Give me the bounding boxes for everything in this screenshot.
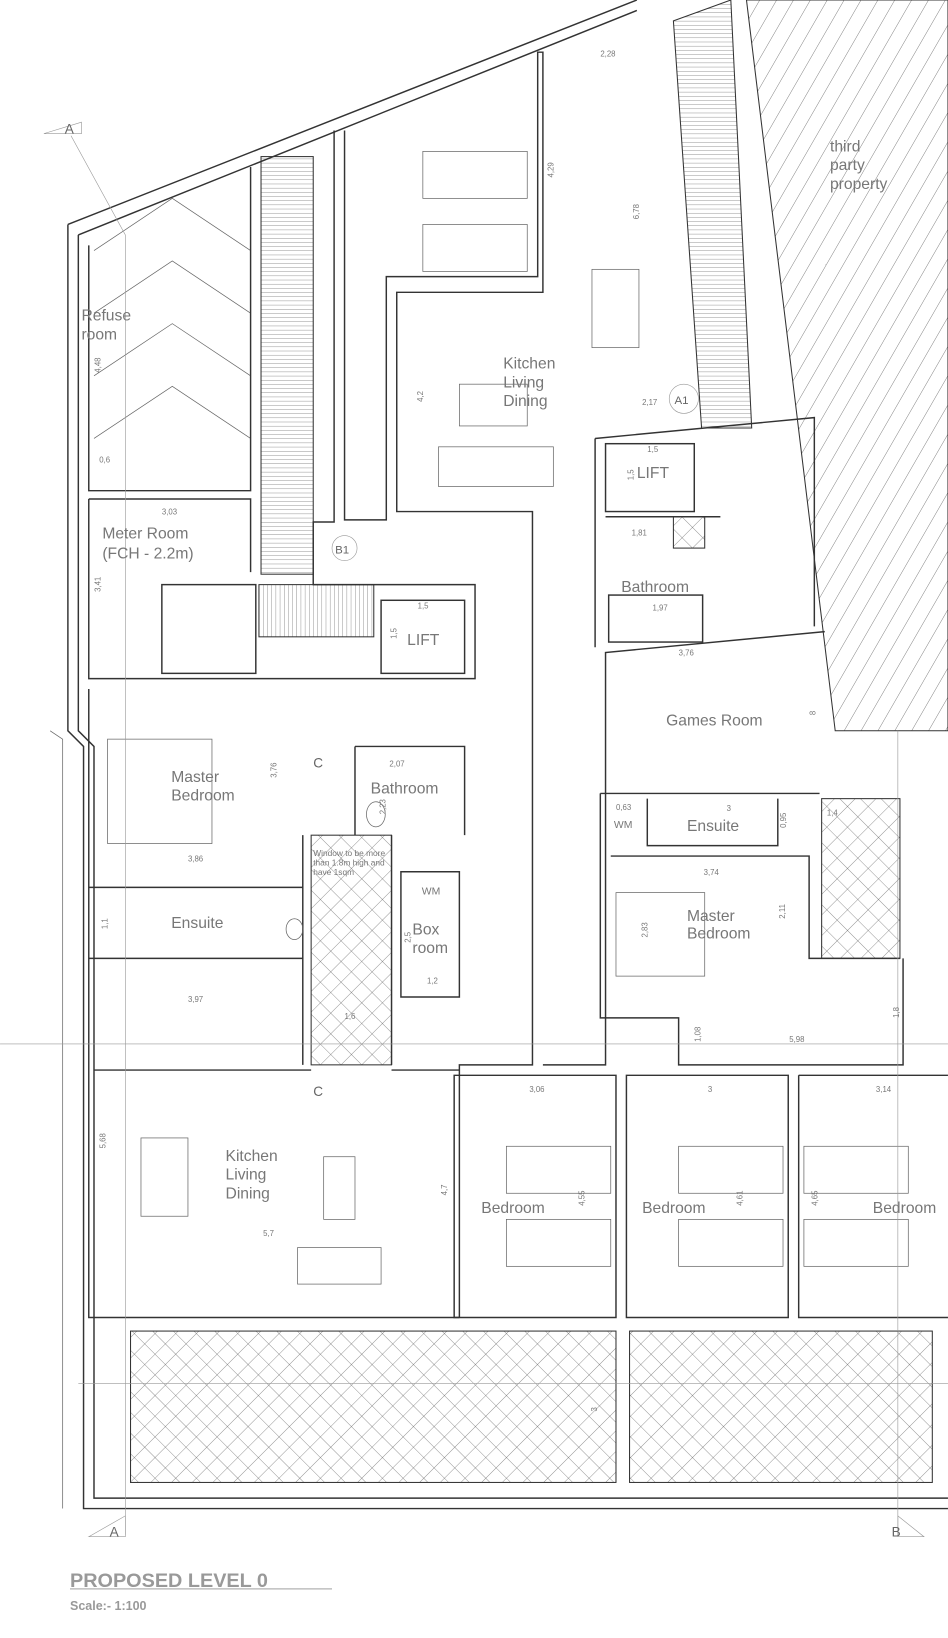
room-label-ensuite: Ensuite (171, 915, 223, 932)
room-label-kitchen-bottom: Kitchen (226, 1148, 278, 1165)
dimension: 3,14 (876, 1085, 892, 1094)
dimension: 2,23 (378, 799, 387, 814)
dimension: 3,86 (188, 854, 203, 863)
dimension: 4,29 (546, 162, 555, 177)
shaft (672, 516, 706, 549)
dimension: 3,06 (529, 1085, 544, 1094)
room-label-kitchen-top: Kitchen (503, 356, 555, 373)
dimension: 4,55 (578, 1190, 587, 1206)
room-label-refuse: Refuse (81, 308, 131, 325)
dimension-labels: 2,28 4,29 6,78 2,17 4,2 4,48 0,6 3,03 3,… (93, 49, 901, 1411)
dimension: 2,28 (600, 49, 615, 58)
dimension: 2,83 (640, 922, 649, 937)
section-marker-a: A (65, 122, 75, 137)
dimension: 1,8 (892, 1007, 901, 1018)
dimension: 1,5 (647, 445, 659, 454)
section-marker-b: B (892, 1525, 901, 1540)
room-label-meter: Meter Room (102, 526, 188, 543)
dimension: 3 (727, 804, 731, 813)
staircase-right (672, 0, 753, 429)
dimension: 1,97 (653, 604, 668, 613)
room-label-lift: LIFT (407, 632, 440, 649)
terrace-left (130, 1330, 617, 1483)
room-label-master-bedroom: Bedroom (171, 788, 234, 805)
room-label-refuse: room (81, 326, 117, 343)
dimension: 3,03 (162, 508, 177, 517)
room-label-box-room: Box (412, 921, 439, 938)
room-label-box-room: room (412, 940, 448, 957)
dimension: 2,11 (778, 904, 787, 919)
lightwell-left (310, 834, 393, 1066)
dimension: 1,5 (627, 469, 636, 481)
dimension: 1,1 (101, 918, 110, 929)
dimension: 0,95 (779, 812, 788, 828)
window-note: Window to be more (313, 848, 385, 858)
dimension: 1,6 (345, 1012, 356, 1021)
dimension: 5,7 (263, 1229, 274, 1238)
dimension: 3,41 (93, 577, 102, 592)
room-label-bedroom: Bedroom (481, 1200, 544, 1217)
dimension: 1,08 (694, 1027, 703, 1042)
room-label-kitchen-bottom: Living (226, 1167, 267, 1184)
dimension: 1,5 (418, 602, 430, 611)
dimension: 2,17 (642, 398, 657, 407)
marker-b1: B1 (335, 544, 349, 556)
dimension: 3 (590, 1407, 599, 1411)
dimension: 4,48 (93, 357, 102, 372)
room-label-master-bedroom: Bedroom (687, 926, 750, 943)
dimension: 3,76 (270, 763, 279, 778)
room-label-kitchen-top: Living (503, 374, 544, 391)
dimension: 4,65 (810, 1190, 819, 1206)
drawing-scale: Scale:- 1:100 (70, 1599, 147, 1613)
room-label-kitchen-top: Dining (503, 393, 547, 410)
section-marker-a: A (110, 1525, 120, 1540)
room-label-ensuite: Ensuite (687, 818, 739, 835)
room-label-bedroom: Bedroom (642, 1200, 705, 1217)
dimension: 3,74 (704, 868, 720, 877)
dimension: 3,97 (188, 995, 203, 1004)
dimension: 6,78 (632, 204, 641, 219)
third-party-hatch (745, 0, 948, 732)
room-label-games: Games Room (666, 713, 762, 730)
section-marker-c: C (313, 755, 323, 770)
dimension: 5,68 (98, 1133, 107, 1148)
room-label-master-bedroom: Master (687, 908, 735, 925)
room-label-master-bedroom: Master (171, 769, 219, 786)
dimension: 3,76 (679, 649, 694, 658)
wm-label: WM (422, 887, 441, 898)
dimension: 0,63 (616, 803, 631, 812)
marker-a1: A1 (674, 395, 688, 407)
dimension: 1,2 (427, 976, 438, 985)
window-note: have 1sqm (313, 867, 354, 877)
room-label-bathroom: Bathroom (371, 780, 439, 797)
dimension: 0,6 (99, 455, 110, 464)
section-marker-c: C (313, 1084, 323, 1099)
dimension: 4,61 (735, 1191, 744, 1206)
third-party-label: third (830, 138, 860, 155)
dimension: 1,5 (390, 627, 399, 639)
dimension: 4,7 (440, 1184, 449, 1195)
third-party-label: property (830, 176, 888, 193)
room-label-lift: LIFT (637, 465, 670, 482)
room-label-meter: (FCH - 2.2m) (102, 546, 193, 563)
dimension: 3 (708, 1085, 712, 1094)
dimension: 4,2 (416, 391, 425, 402)
dimension: 1,81 (632, 529, 647, 538)
room-label-kitchen-bottom: Dining (226, 1185, 270, 1202)
third-party-label: party (830, 157, 865, 174)
dimension: 8 (808, 711, 817, 715)
stair-flight (258, 584, 375, 638)
window-note: than 1.8m high and (313, 857, 385, 867)
drawing-title: PROPOSED LEVEL 0 (70, 1570, 268, 1592)
dimension: 2,5 (403, 931, 412, 943)
room-label-bathroom: Bathroom (621, 579, 689, 596)
terrace-right (629, 1330, 933, 1483)
dimension: 2,07 (389, 759, 404, 768)
wm-label: WM (614, 820, 633, 831)
dimension: 1,4 (827, 808, 839, 817)
lightwell-right (821, 798, 901, 959)
dimension: 5,98 (789, 1035, 804, 1044)
room-label-bedroom: Bedroom (873, 1200, 936, 1217)
staircase-left (260, 156, 314, 575)
